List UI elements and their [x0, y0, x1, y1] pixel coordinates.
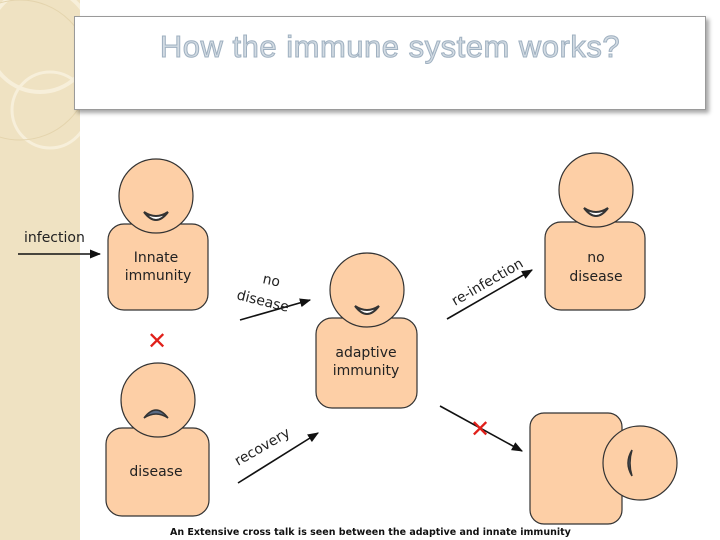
recovery-arrow [237, 432, 319, 484]
no-disease-body [544, 221, 646, 311]
disease-figure [105, 362, 210, 517]
adaptive-label-line1: adaptive [335, 345, 396, 361]
no-disease-arrow [239, 298, 312, 321]
adaptive-figure [315, 252, 418, 409]
reinfection-label: re-infection [449, 256, 526, 310]
smile-icon [354, 305, 380, 315]
innate-label-line2: immunity [125, 268, 192, 284]
frown-icon [627, 449, 633, 477]
adaptive-label-line2: immunity [333, 363, 400, 379]
disease-label: disease [129, 464, 182, 480]
smile-icon [583, 207, 609, 217]
infection-label: infection [24, 230, 85, 246]
adaptive-head [329, 252, 405, 328]
no-disease-head [558, 152, 634, 228]
reinfection-arrow [446, 269, 533, 320]
no-disease-label-line2: disease [569, 269, 622, 285]
x-mark-icon: ✕ [147, 327, 167, 355]
innate-label-line1: Innate [134, 250, 179, 266]
blocked-arrow [439, 405, 523, 452]
no-disease-arc-label-1: no [261, 271, 281, 290]
slide-title: How the immune system works? [159, 29, 621, 65]
frown-icon [143, 409, 169, 419]
smile-icon [143, 211, 169, 221]
title-box: How the immune system works? [74, 16, 706, 110]
innate-body [107, 223, 209, 311]
decorative-circles [0, 0, 80, 150]
lying-head [602, 425, 678, 501]
recovery-label: recovery [232, 425, 293, 469]
no-disease-label-line1: no [587, 250, 604, 266]
caption: An Extensive cross talk is seen between … [170, 527, 572, 538]
left-decorative-strip [0, 0, 80, 540]
x-mark-icon: ✕ [470, 415, 490, 443]
innate-figure [107, 158, 209, 311]
disease-head [120, 362, 196, 438]
innate-head [118, 158, 194, 234]
no-disease-figure [544, 152, 646, 311]
no-disease-arc-label-2: disease [235, 287, 290, 315]
lying-figure [529, 412, 678, 525]
